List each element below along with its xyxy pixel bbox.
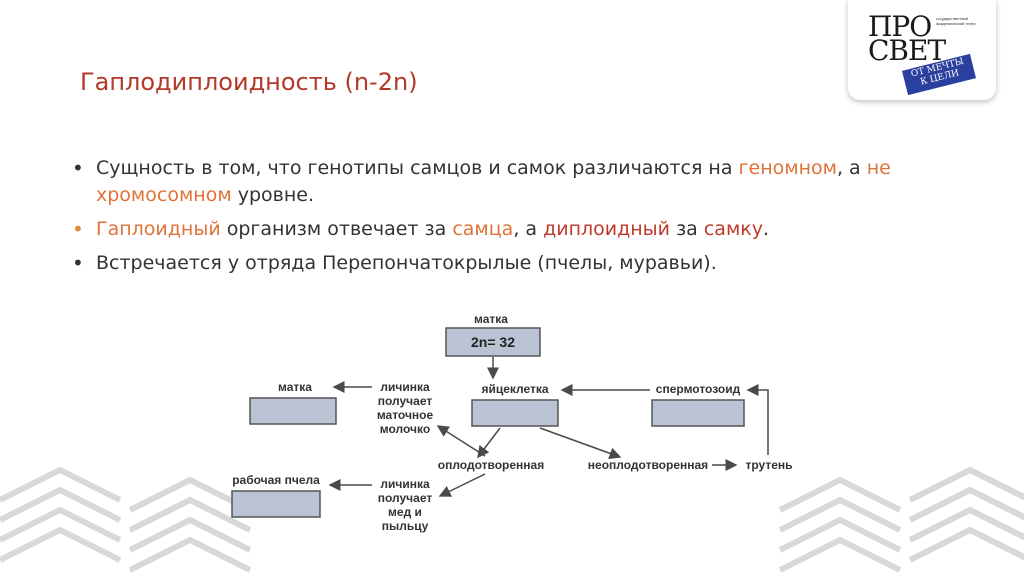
sperm-box [651,399,745,427]
worker-result-label: рабочая пчела [232,473,320,487]
logo-line2: СВЕТ [868,34,946,67]
unfertilized-label: неоплодотворенная [588,458,708,472]
prosvet-logo: ПРО СВЕТ государственный академический т… [848,0,996,100]
bullet-item: • Гаплоидный организм отвечает за самца,… [72,216,952,243]
bullet-text: Встречается у отряда Перепончатокрылые (… [96,252,717,274]
worker-result-box [231,490,321,518]
text-segment: , а [513,218,544,240]
queen-label: матка [474,312,508,326]
matka-result-box [249,397,337,425]
highlight-term: не хромосомном [96,157,891,206]
bullet-item: • Сущность в том, что генотипы самцов и … [72,155,952,209]
highlight-term: диплоидный [543,218,671,240]
highlight-term: самку [703,218,764,240]
egg-label: яйцеклетка [481,382,548,396]
logo-small-text: государственный академический театр [936,16,976,26]
text-segment: , а [836,157,867,179]
arrow-fertilized-to-larva-honey [438,473,486,497]
arrow-egg-to-fertilized [477,427,501,459]
highlight-term: самца [452,218,514,240]
arrow-drone-to-sperm [746,384,769,455]
arrow-fertilized-to-larva-milk [436,425,486,457]
text-segment: Сущность в том, что генотипы самцов и са… [96,157,739,179]
text-segment: . [763,218,770,240]
queen-chromosomes: 2n= 32 [471,334,515,350]
larva-honey-line: получает [378,491,433,505]
bullet-dot: • [72,251,84,275]
larva-honey-line: личинка [380,477,430,491]
text-segment: за [670,218,704,240]
text-segment: организм отвечает за [220,218,453,240]
larva-milk-line: маточное [377,408,434,422]
bullet-text: Гаплоидный организм отвечает за самца, а… [96,216,769,243]
bullet-dot: • [72,217,84,241]
highlight-term: Гаплоидный [96,218,221,240]
egg-box [471,399,559,427]
bullet-dot: • [72,156,84,180]
fertilized-label: оплодотворенная [438,458,544,472]
decorative-chevrons [0,466,1024,573]
larva-milk-line: получает [378,394,433,408]
drone-label: трутень [745,458,792,472]
bullet-text: Сущность в том, что генотипы самцов и са… [96,155,952,209]
sperm-label: спермотозоид [656,382,741,396]
arrow-egg-to-unfertilized [539,427,622,460]
bullet-item: • Встречается у отряда Перепончатокрылые… [72,250,952,277]
larva-milk-line: личинка [380,380,430,394]
highlight-term: геномном [738,157,837,179]
queen-box [445,327,541,357]
larva-honey-line: пыльцу [382,519,429,533]
larva-milk-line: молочко [380,422,430,436]
slide-title: Гаплодиплоидность (n-2n) [80,68,418,96]
logo-line1: ПРО [868,10,932,43]
text-segment: уровне. [231,184,314,206]
larva-honey-line: мед и [388,505,422,519]
matka-result-label: матка [278,380,312,394]
bullet-list: • Сущность в том, что генотипы самцов и … [72,155,952,284]
